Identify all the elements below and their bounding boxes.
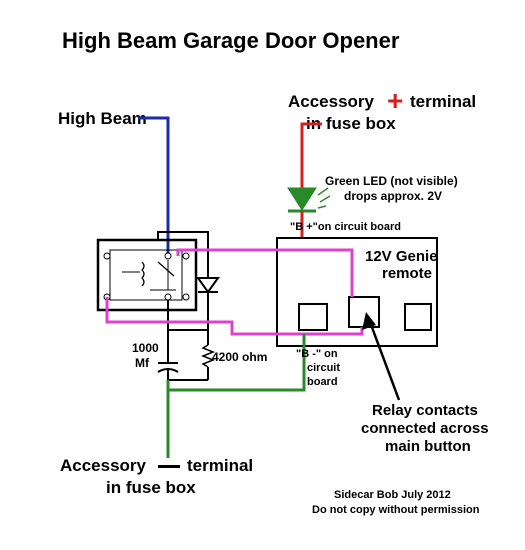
- remote-label-line1: 12V Genie: [365, 248, 438, 265]
- acc-minus-label-b: terminal: [187, 456, 253, 475]
- capacitor-label-line1: 1000: [132, 341, 159, 355]
- remote-button-left: [298, 303, 328, 331]
- capacitor: [157, 330, 179, 380]
- magenta-wire-bottom: [105, 297, 364, 336]
- magenta-wire-top: [176, 248, 354, 297]
- relay-note-line1: Relay contacts: [372, 402, 478, 419]
- remote-button-right: [404, 303, 432, 331]
- accessory-minus-wire: [166, 334, 306, 458]
- credit-line2: Do not copy without permission: [312, 504, 480, 516]
- relay-top-wire: [157, 231, 209, 278]
- acc-minus-label-a: Accessory: [60, 456, 147, 475]
- capacitor-label-line2: Mf: [135, 356, 150, 370]
- resistor: [200, 330, 216, 380]
- high-beam-label: High Beam: [58, 109, 147, 128]
- acc-plus-label-b: terminal: [410, 92, 476, 111]
- diagram-title: High Beam Garage Door Opener: [62, 28, 400, 53]
- pointer-arrow: [362, 312, 401, 401]
- b-minus-label-line1: "B -" on: [296, 348, 338, 360]
- led-note-line2: drops approx. 2V: [344, 189, 442, 203]
- relay-note-line3: main button: [385, 438, 471, 455]
- relay-note-line2: connected across: [361, 420, 489, 437]
- minus-sign: [158, 465, 180, 468]
- acc-plus-label-a: Accessory: [288, 92, 375, 111]
- b-minus-label-line3: board: [307, 376, 338, 388]
- accessory-plus-wire: [300, 122, 322, 188]
- acc-plus-label-line2: in fuse box: [306, 114, 396, 133]
- green-led: [287, 187, 331, 213]
- resistor-label: 4200 ohm: [212, 350, 267, 364]
- led-note-line1: Green LED (not visible): [325, 174, 458, 188]
- genie-remote-box: [276, 237, 438, 347]
- remote-label-line2: remote: [382, 265, 432, 282]
- diode-symbol: [196, 277, 220, 294]
- credit-line1: Sidecar Bob July 2012: [334, 489, 451, 501]
- acc-plus-sign: +: [387, 85, 403, 116]
- high-beam-wire: [138, 116, 170, 258]
- relay: [96, 238, 198, 312]
- b-minus-label-line2: circuit: [307, 362, 340, 374]
- b-plus-label: "B +"on circuit board: [290, 221, 401, 233]
- acc-minus-label-line2: in fuse box: [106, 478, 196, 497]
